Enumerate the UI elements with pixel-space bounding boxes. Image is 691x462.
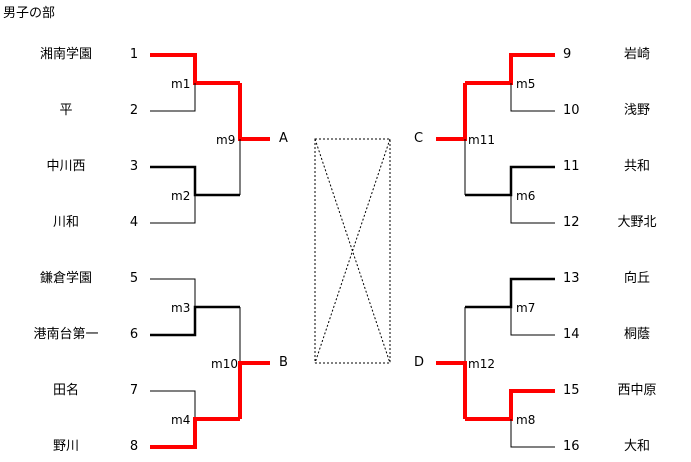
match-label-m1: m1 bbox=[171, 77, 191, 91]
seed-number-3: 3 bbox=[129, 159, 139, 174]
line-seed4-m2 bbox=[150, 195, 196, 224]
line-seed9-m5 bbox=[465, 53, 555, 85]
line-seed6-m3 bbox=[150, 305, 240, 337]
team-name-15: 西中原 bbox=[617, 383, 657, 398]
winner-slot-B: B bbox=[279, 355, 288, 370]
team-name-11: 共和 bbox=[623, 159, 650, 174]
seed-number-14: 14 bbox=[563, 327, 580, 342]
line-seed1-m1 bbox=[150, 53, 240, 85]
team-name-8: 野川 bbox=[52, 439, 79, 454]
line-m8-m12 bbox=[436, 361, 467, 419]
line-seed16-m8 bbox=[510, 419, 555, 448]
line-seed12-m6 bbox=[510, 195, 555, 224]
seed-number-1: 1 bbox=[129, 47, 139, 62]
match-label-m4: m4 bbox=[171, 413, 191, 427]
match-label-m12: m12 bbox=[468, 357, 495, 371]
team-name-2: 平 bbox=[59, 103, 73, 118]
match-label-m10: m10 bbox=[211, 357, 238, 371]
line-seed2-m1 bbox=[150, 83, 196, 112]
match-label-m2: m2 bbox=[171, 189, 191, 203]
line-seed10-m5 bbox=[510, 83, 555, 112]
winner-slot-D: D bbox=[414, 355, 425, 370]
team-name-3: 中川西 bbox=[46, 159, 86, 174]
team-name-16: 大和 bbox=[623, 439, 650, 454]
line-seed7-m4 bbox=[150, 390, 196, 419]
center-placeholder-box bbox=[314, 138, 391, 364]
match-label-m11: m11 bbox=[468, 133, 495, 147]
team-name-9: 岩崎 bbox=[623, 47, 650, 62]
seed-number-9: 9 bbox=[563, 47, 572, 62]
match-label-m6: m6 bbox=[516, 189, 536, 203]
seed-number-2: 2 bbox=[129, 103, 139, 118]
line-seed3-m2 bbox=[150, 165, 240, 197]
seed-number-7: 7 bbox=[129, 383, 139, 398]
team-name-6: 港南台第一 bbox=[33, 327, 99, 342]
line-m4-m10 bbox=[238, 361, 270, 419]
seed-number-15: 15 bbox=[563, 383, 580, 398]
team-name-14: 桐蔭 bbox=[623, 327, 650, 342]
line-seed14-m7 bbox=[510, 307, 555, 336]
line-seed13-m7 bbox=[465, 277, 555, 309]
page-title: 男子の部 bbox=[3, 6, 56, 21]
match-label-m7: m7 bbox=[516, 301, 536, 315]
line-seed11-m6 bbox=[465, 165, 555, 197]
line-m5-m11 bbox=[436, 83, 467, 141]
winner-slot-A: A bbox=[279, 131, 288, 146]
winner-slot-C: C bbox=[414, 131, 424, 146]
line-seed5-m3 bbox=[150, 278, 196, 307]
team-name-1: 湘南学園 bbox=[39, 47, 92, 62]
seed-number-12: 12 bbox=[563, 215, 580, 230]
match-label-m5: m5 bbox=[516, 77, 536, 91]
team-name-12: 大野北 bbox=[617, 215, 657, 230]
match-label-m9: m9 bbox=[216, 133, 236, 147]
seed-number-16: 16 bbox=[563, 439, 580, 454]
team-name-13: 向丘 bbox=[623, 271, 650, 286]
team-name-7: 田名 bbox=[52, 383, 79, 398]
team-name-5: 鎌倉学園 bbox=[39, 271, 92, 286]
seed-number-5: 5 bbox=[129, 271, 139, 286]
seed-number-11: 11 bbox=[563, 159, 580, 174]
match-label-m8: m8 bbox=[516, 413, 536, 427]
line-m1-m9 bbox=[238, 83, 270, 141]
seed-number-8: 8 bbox=[129, 439, 139, 454]
line-seed15-m8 bbox=[465, 389, 555, 421]
team-name-10: 浅野 bbox=[623, 103, 650, 118]
seed-number-10: 10 bbox=[563, 103, 580, 118]
line-seed8-m4 bbox=[150, 417, 240, 449]
match-label-m3: m3 bbox=[171, 301, 191, 315]
seed-number-13: 13 bbox=[563, 271, 580, 286]
seed-number-6: 6 bbox=[129, 327, 139, 342]
team-name-4: 川和 bbox=[52, 215, 79, 230]
seed-number-4: 4 bbox=[129, 215, 139, 230]
